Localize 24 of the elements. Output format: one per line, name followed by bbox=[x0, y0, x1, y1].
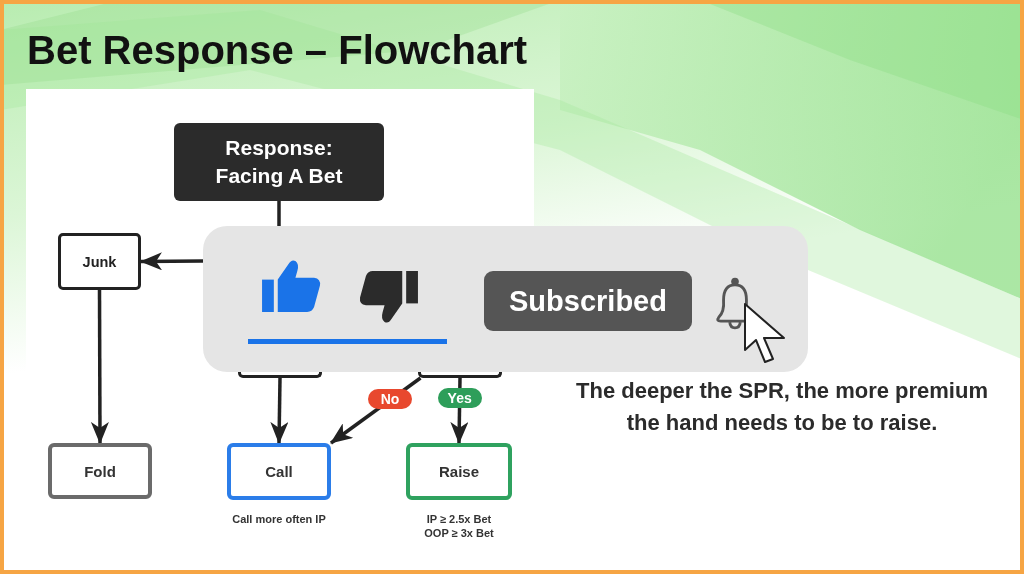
note-text: The deeper the SPR, the more premium the hand needs to be to raise. bbox=[575, 377, 989, 437]
arrow bbox=[270, 377, 289, 444]
box-label: Junk bbox=[82, 253, 117, 270]
box-label: Fold bbox=[84, 462, 116, 480]
arrow bbox=[450, 377, 469, 444]
box-label: Response: Facing A Bet bbox=[214, 135, 344, 189]
heading-box bbox=[174, 123, 384, 201]
action-box bbox=[48, 443, 152, 499]
arrow bbox=[90, 290, 109, 444]
connector-line bbox=[277, 201, 281, 226]
note-text: Call more often IP bbox=[231, 512, 327, 526]
arrow bbox=[140, 252, 203, 271]
arrow bbox=[329, 376, 422, 445]
box-label: Call bbox=[265, 463, 293, 480]
slide-title: Bet Response – Flowchart bbox=[27, 28, 528, 73]
edge-label: Yes bbox=[437, 388, 482, 409]
category-box bbox=[58, 233, 141, 290]
subscribed-button: Subscribed bbox=[484, 271, 692, 331]
box-label: Raise bbox=[439, 463, 479, 480]
note-text: IP ≥ 2.5x Bet bbox=[425, 512, 493, 526]
edge-label: No bbox=[368, 389, 413, 410]
action-box bbox=[406, 443, 512, 500]
note-text: OOP ≥ 3x Bet bbox=[423, 526, 495, 540]
action-box bbox=[227, 443, 331, 500]
